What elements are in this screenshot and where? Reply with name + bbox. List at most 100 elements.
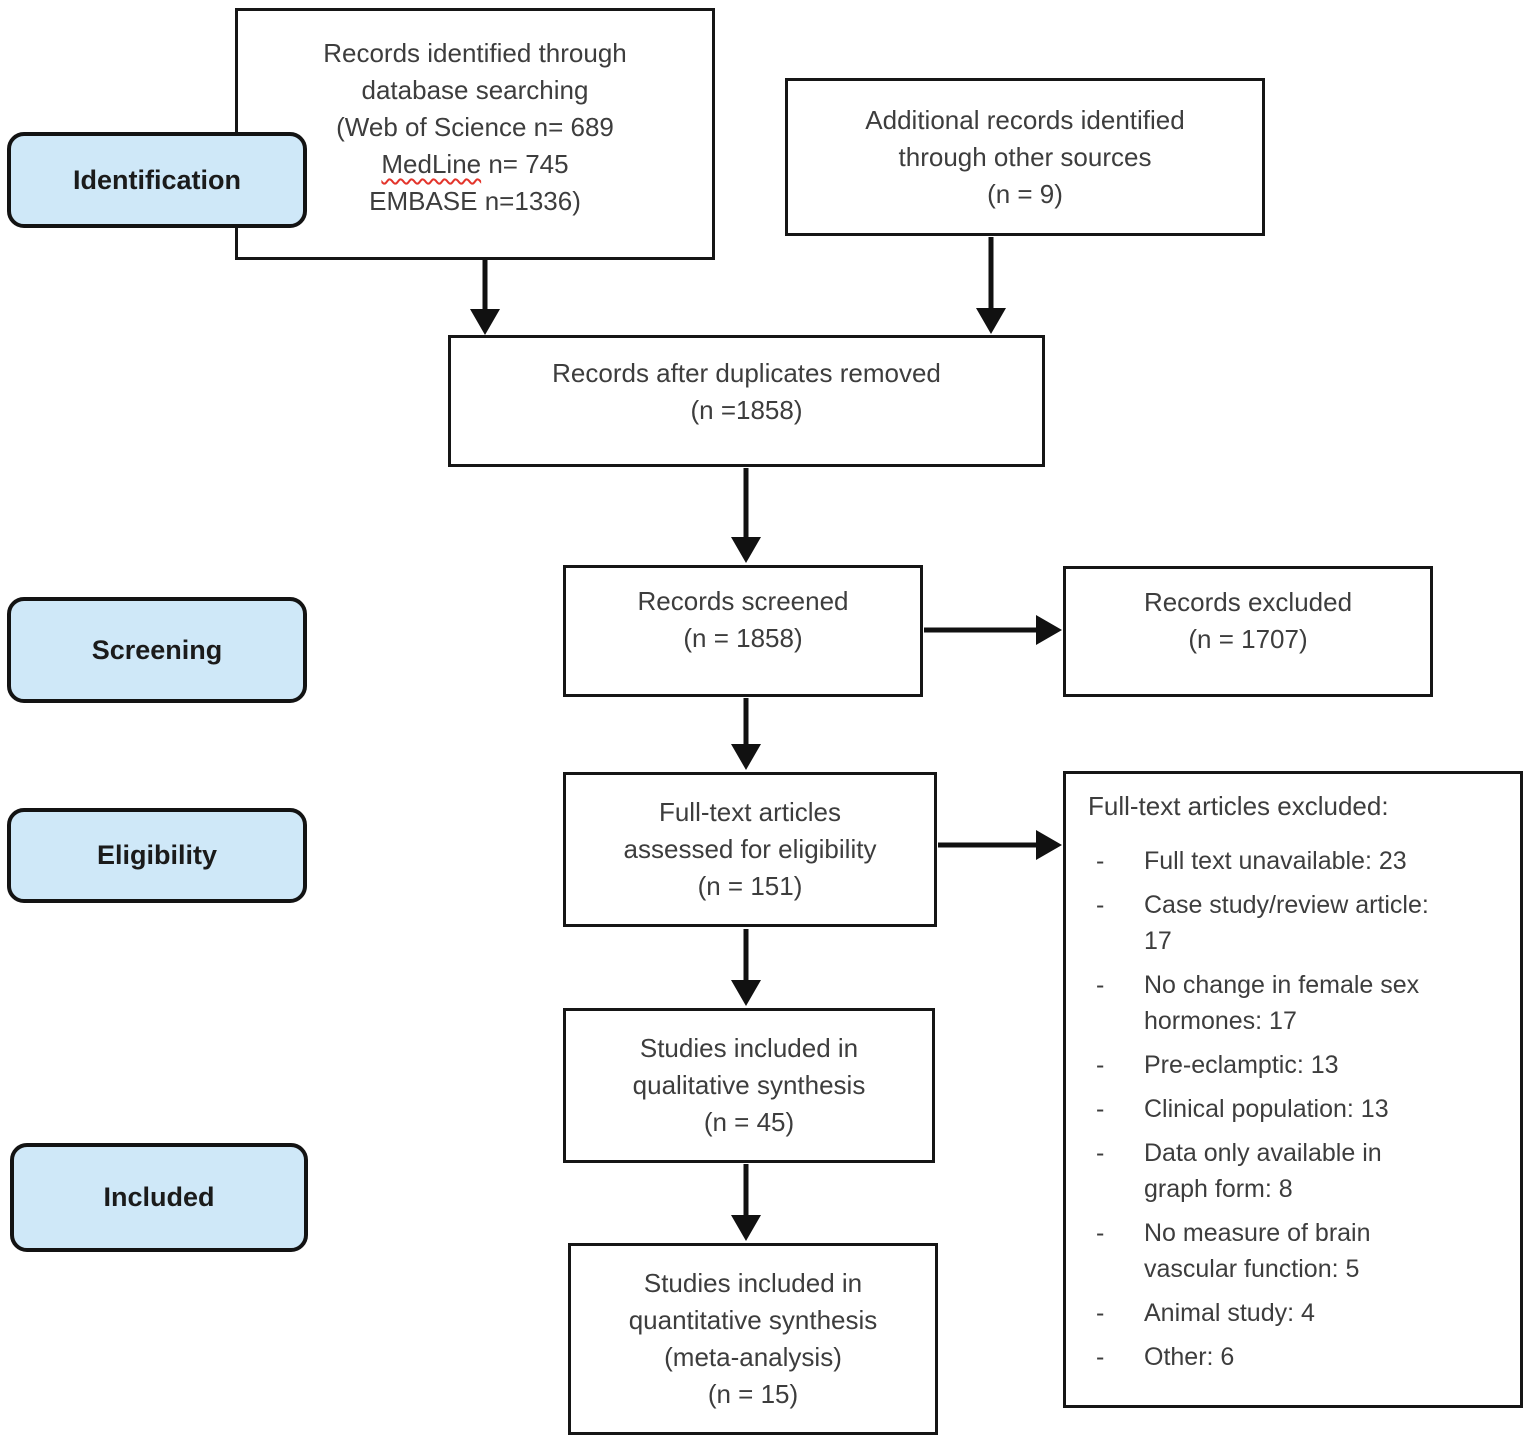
excluded-item: - No change in female sex: [1088, 967, 1502, 1003]
box-text-line: qualitative synthesis: [632, 1070, 866, 1100]
excluded-item: - Full text unavailable: 23: [1088, 843, 1502, 879]
excluded-item-continued: 17: [1088, 923, 1502, 959]
bullet-spacer: [1088, 1171, 1144, 1207]
stage-label-screening: Screening: [7, 597, 307, 703]
bullet-dash: -: [1096, 1095, 1105, 1123]
box-text-line: quantitative synthesis: [628, 1305, 878, 1335]
excluded-item: - Data only available in: [1088, 1135, 1502, 1171]
box-text-line: Full-text articles: [658, 797, 842, 827]
excluded-item-text: hormones: 17: [1144, 1007, 1297, 1035]
excluded-item-text: 17: [1144, 927, 1172, 955]
arrow-screened-to-fulltext: [731, 698, 761, 770]
arrow-head-icon: [1036, 615, 1062, 645]
excluded-item-continued: graph form: 8: [1088, 1171, 1502, 1207]
box-text-line: (n = 45): [703, 1107, 795, 1137]
box-text-line: Records screened: [637, 586, 849, 616]
box-text-line: Records after duplicates removed: [552, 358, 941, 388]
box-quantitative-synthesis: Studies included in quantitative synthes…: [568, 1243, 938, 1435]
excluded-item-text: Data only available in: [1144, 1139, 1382, 1167]
bullet-spacer: [1088, 923, 1144, 959]
box-records-identified: Records identified through database sear…: [235, 8, 715, 260]
arrow-qualitative-to-quantitative: [731, 1164, 761, 1241]
bullet-dash: -: [1096, 847, 1105, 875]
excluded-item-text: Animal study: 4: [1144, 1299, 1315, 1327]
bullet-spacer: [1088, 1003, 1144, 1039]
excluded-item-text: No measure of brain: [1144, 1219, 1371, 1247]
box-additional-records: Additional records identified through ot…: [785, 78, 1265, 236]
arrow-additional-to-duplicates: [976, 237, 1006, 334]
excluded-list-title: Full-text articles excluded:: [1088, 791, 1389, 821]
box-text-line: Additional records identified: [865, 104, 1185, 135]
arrow-head-icon: [976, 308, 1006, 334]
excluded-item-text: vascular function: 5: [1144, 1255, 1360, 1283]
arrow-duplicates-to-screened: [731, 468, 761, 563]
bullet-dash: -: [1096, 1219, 1105, 1247]
excluded-item-text: graph form: 8: [1144, 1175, 1293, 1203]
box-fulltext-assessed: Full-text articles assessed for eligibil…: [563, 772, 937, 927]
excluded-item: - Pre-eclamptic: 13: [1088, 1047, 1502, 1083]
box-text-line: (meta-analysis): [664, 1342, 842, 1372]
box-text-line: (n =1858): [690, 395, 803, 425]
excluded-item-text: Case study/review article:: [1144, 891, 1429, 919]
excluded-item-text: Clinical population: 13: [1144, 1095, 1389, 1123]
box-text-line: EMBASE n=1336): [369, 186, 581, 216]
arrow-fulltext-to-excluded-list: [938, 830, 1062, 860]
box-text-line: n= 745: [481, 149, 569, 179]
excluded-item: - Case study/review article:: [1088, 887, 1502, 923]
arrow-identified-to-duplicates: [470, 259, 500, 335]
arrow-shaft: [924, 627, 1038, 633]
arrow-shaft: [482, 259, 488, 311]
bullet-dash: -: [1096, 891, 1105, 919]
box-text-line: assessed for eligibility: [623, 834, 877, 864]
arrow-head-icon: [731, 980, 761, 1006]
box-text-line: (Web of Science n= 689: [336, 112, 614, 142]
box-duplicates-removed: Records after duplicates removed (n =185…: [448, 335, 1045, 467]
arrow-shaft: [743, 698, 749, 746]
excluded-item-text: Pre-eclamptic: 13: [1144, 1051, 1339, 1079]
excluded-item-text: Other: 6: [1144, 1343, 1235, 1371]
stage-label-eligibility: Eligibility: [7, 808, 307, 903]
bullet-dash: -: [1096, 1051, 1105, 1079]
stage-label-included: Included: [10, 1143, 308, 1252]
box-text-line: database searching: [361, 75, 589, 105]
arrow-head-icon: [731, 1215, 761, 1241]
box-text-line: (n = 1707): [1188, 623, 1308, 654]
box-text-line: Studies included in: [643, 1268, 863, 1298]
arrow-shaft: [938, 842, 1038, 848]
excluded-item-continued: hormones: 17: [1088, 1003, 1502, 1039]
box-records-screened: Records screened (n = 1858): [563, 565, 923, 697]
arrow-head-icon: [731, 537, 761, 563]
bullet-dash: -: [1096, 1343, 1105, 1371]
arrow-head-icon: [1036, 830, 1062, 860]
box-text-line: (n = 151): [697, 871, 803, 901]
excluded-item-continued: vascular function: 5: [1088, 1251, 1502, 1287]
arrow-shaft: [743, 929, 749, 982]
misspelled-word: MedLine: [381, 149, 482, 179]
stage-label-identification: Identification: [7, 132, 307, 228]
arrow-screened-to-excluded: [924, 615, 1062, 645]
arrow-shaft: [988, 237, 994, 310]
excluded-item: - Clinical population: 13: [1088, 1091, 1502, 1127]
arrow-shaft: [743, 1164, 749, 1217]
box-text-line: Records identified through: [323, 38, 627, 68]
excluded-item: - Other: 6: [1088, 1339, 1502, 1375]
excluded-item: - Animal study: 4: [1088, 1295, 1502, 1331]
arrow-shaft: [743, 468, 749, 539]
bullet-spacer: [1088, 1251, 1144, 1287]
arrow-fulltext-to-qualitative: [731, 929, 761, 1006]
excluded-item-text: Full text unavailable: 23: [1144, 847, 1407, 875]
box-records-excluded: Records excluded (n = 1707): [1063, 566, 1433, 697]
box-text-line: through other sources: [898, 141, 1152, 172]
box-text-line: (n = 15): [707, 1379, 799, 1409]
bullet-dash: -: [1096, 971, 1105, 999]
excluded-item-text: No change in female sex: [1144, 971, 1420, 999]
box-qualitative-synthesis: Studies included in qualitative synthesi…: [563, 1008, 935, 1163]
arrow-head-icon: [470, 309, 500, 335]
box-text-line: Studies included in: [639, 1033, 859, 1063]
box-text-line: Records excluded: [1143, 586, 1353, 617]
box-text-line: (n = 1858): [683, 623, 803, 653]
bullet-dash: -: [1096, 1139, 1105, 1167]
box-text-line: MedLine n= 745: [381, 146, 568, 183]
bullet-dash: -: [1096, 1299, 1105, 1327]
